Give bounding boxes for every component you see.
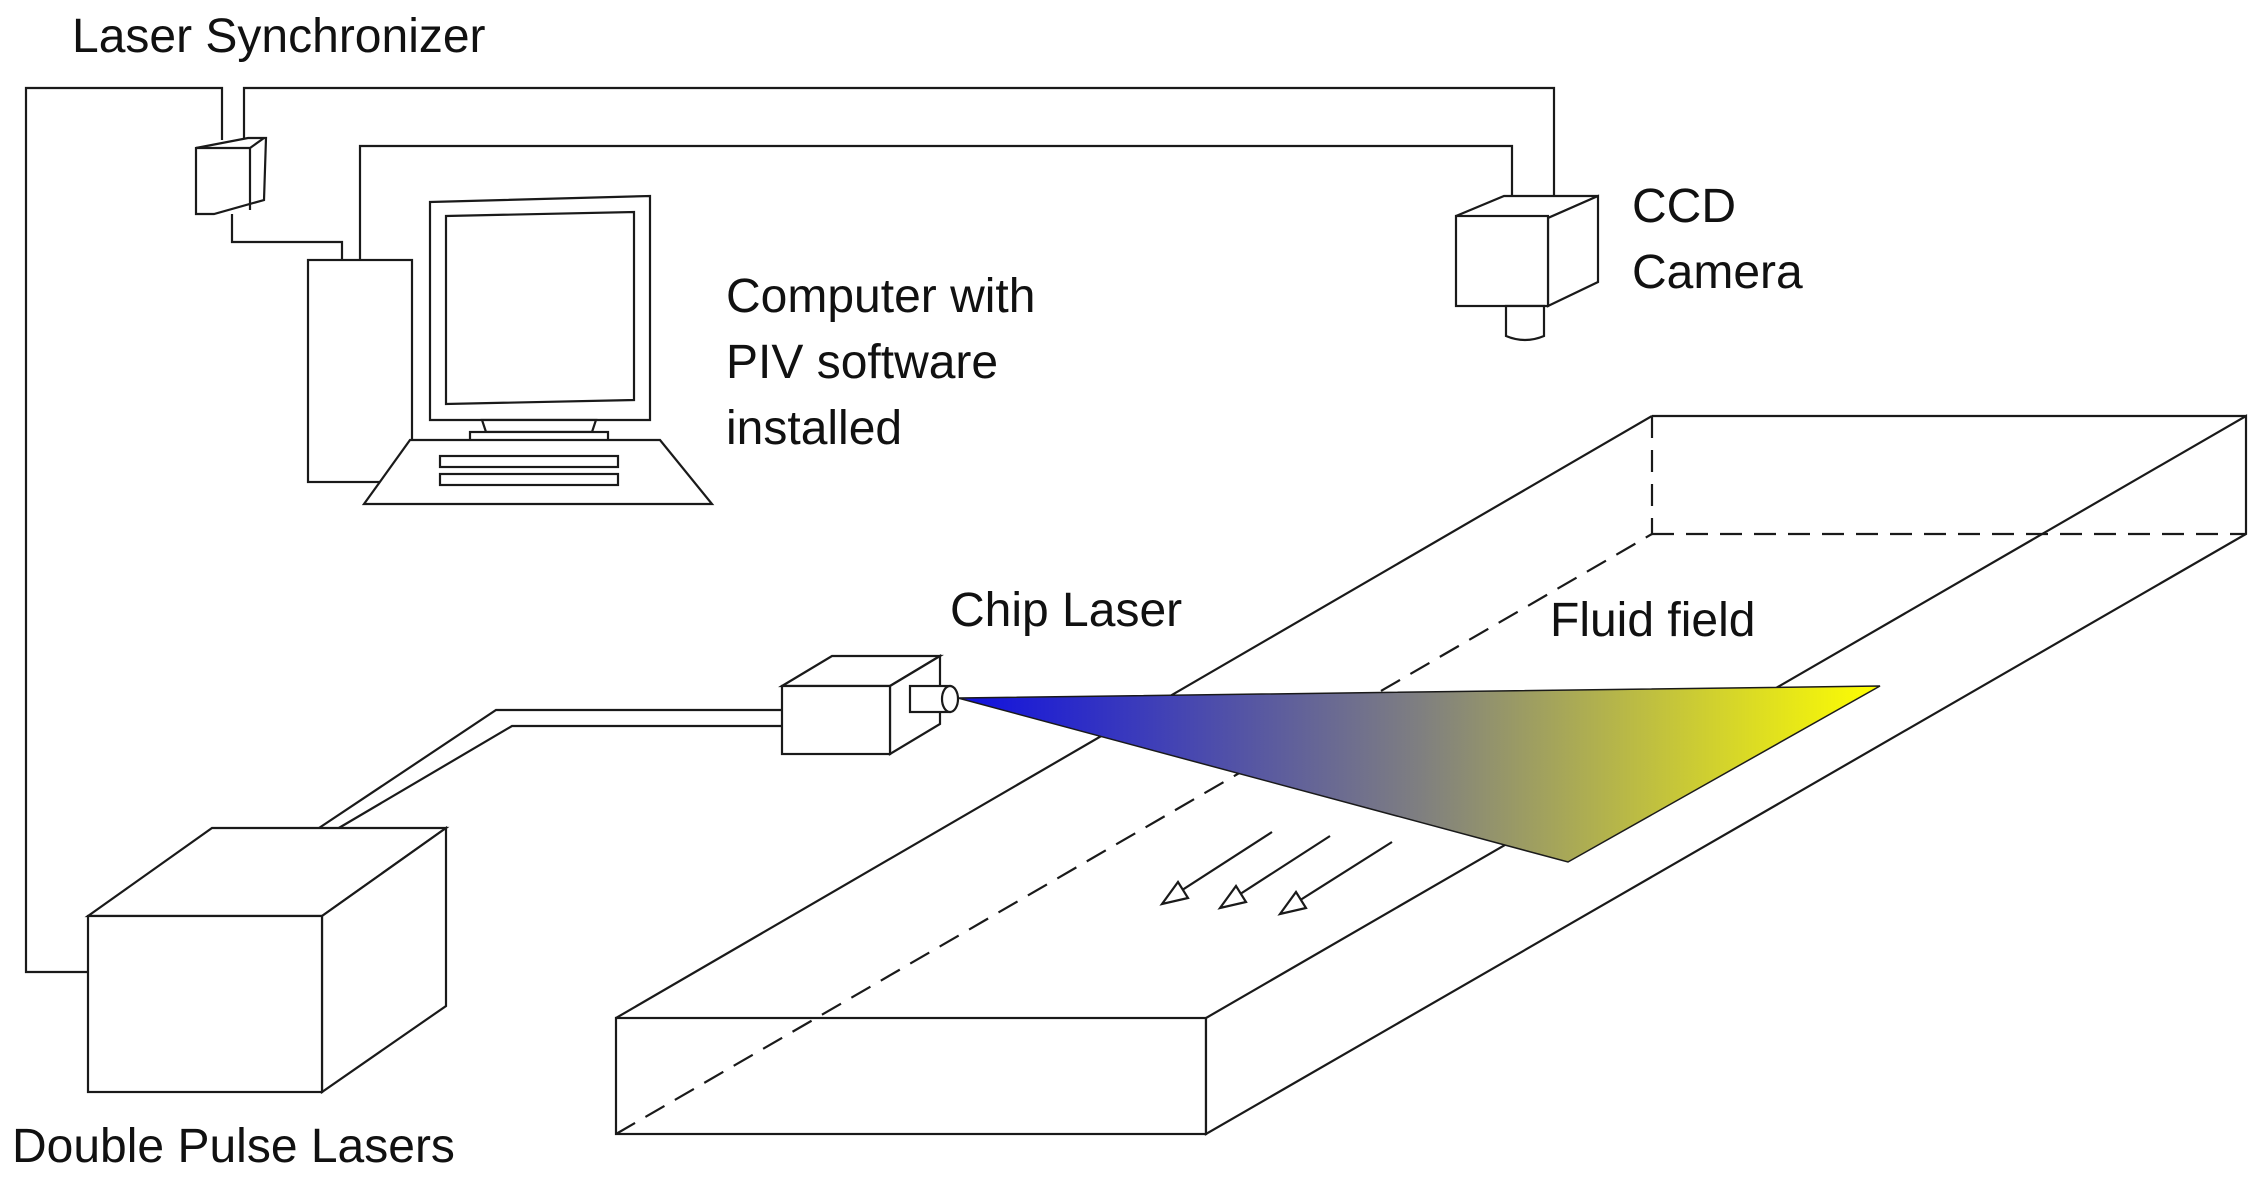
- label-chip-laser: Chip Laser: [950, 584, 1182, 637]
- label-camera: Camera: [1632, 246, 1803, 299]
- wire-computer-to-camera: [358, 144, 1514, 260]
- fluid-channel: [614, 414, 2248, 1136]
- wire-sync-to-camera: [242, 86, 1556, 196]
- label-laser-synchronizer: Laser Synchronizer: [72, 10, 486, 63]
- wire-sync-to-lasers: [24, 86, 224, 974]
- wire-sync-to-computer: [230, 214, 344, 260]
- fiber-line-inner: [331, 724, 782, 833]
- computer-tower: [306, 258, 414, 484]
- hidden-edge-left-bottom: [615, 533, 1653, 1135]
- flow-arrows: [1159, 831, 1393, 916]
- computer-icon: [306, 194, 715, 506]
- wiring: [24, 86, 1556, 974]
- label-fluid-field: Fluid field: [1550, 594, 1755, 647]
- laser-synchronizer-box: [194, 136, 268, 216]
- keyboard: [361, 438, 715, 506]
- fiber-line-outer: [315, 708, 782, 831]
- label-computer-line1: Computer with: [726, 270, 1035, 323]
- label-ccd: CCD: [1632, 180, 1736, 233]
- label-computer-line2: PIV software: [726, 336, 998, 389]
- monitor: [428, 194, 652, 422]
- channel-front-face: [614, 1016, 1208, 1136]
- label-double-pulse-lasers: Double Pulse Lasers: [12, 1120, 455, 1173]
- double-pulse-lasers-box: [84, 825, 450, 1095]
- label-computer-line3: installed: [726, 402, 902, 455]
- chip-laser-icon: [778, 654, 960, 756]
- laser-light-sheet: [957, 685, 1881, 863]
- ccd-camera-icon: [1454, 194, 1600, 342]
